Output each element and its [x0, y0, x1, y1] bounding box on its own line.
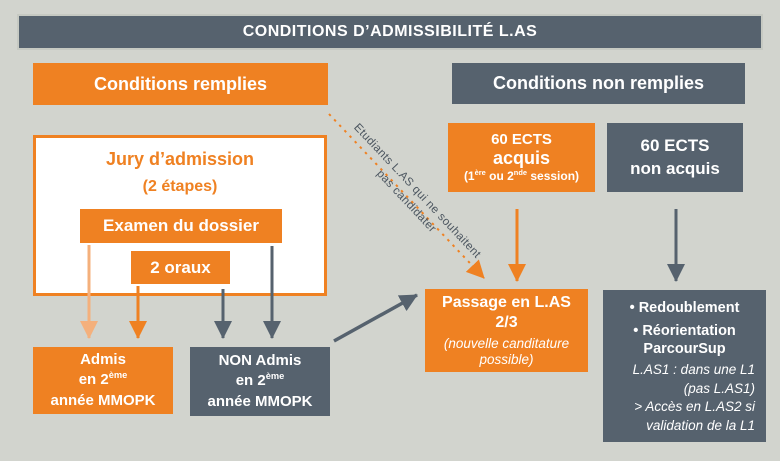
ects-acquis-line1: 60 ECTS	[491, 131, 552, 149]
non-admis-line2-sup: ème	[265, 371, 285, 382]
step-examen-du-dossier: Examen du dossier	[80, 209, 282, 243]
outcome-note-validation-l1: validation de la L1	[646, 417, 755, 433]
outcome-note-las1: L.AS1 : dans une L1	[632, 362, 755, 378]
outcome-parcoursup: ParcourSup	[643, 341, 726, 358]
ects-acquis-line2: acquis	[492, 148, 551, 169]
header-conditions-non-remplies: Conditions non remplies	[452, 63, 745, 104]
outcome-note-pas-las1: (pas L.AS1)	[683, 380, 755, 396]
passage-title: Passage en L.AS 2/3	[442, 293, 571, 331]
outcome-note-acces-las2: > Accès en L.AS2 si	[634, 399, 755, 415]
passage-subtitle: (nouvelle canditature possible)	[443, 335, 570, 367]
jury-subtitle: (2 étapes)	[142, 177, 218, 195]
bullet-icon: •	[633, 323, 639, 340]
ects-non-acquis-line1: 60 ECTS	[640, 136, 710, 156]
outcome-bullet-redoublement: • Redoublement	[629, 300, 740, 316]
box-non-admis-mmopk: NON Admis en 2ème année MMOPK	[190, 347, 330, 416]
arrow-non-admis-to-passage	[333, 293, 418, 343]
admis-line1: Admis	[80, 351, 126, 369]
admis-line2: en 2ème	[78, 370, 128, 389]
header-conditions-remplies: Conditions remplies	[33, 63, 328, 105]
non-admis-line3: année MMOPK	[207, 392, 313, 410]
outcome-bullet-reorientation: • Réorientation	[633, 323, 736, 340]
box-admis-mmopk: Admis en 2ème année MMOPK	[33, 347, 173, 414]
non-admis-line1: NON Admis	[218, 352, 302, 370]
bullet-icon: •	[629, 300, 635, 316]
box-redoublement-reorientation: • Redoublement • Réorientation ParcourSu…	[603, 290, 766, 442]
box-60-ects-non-acquis: 60 ECTS non acquis	[607, 123, 743, 192]
ects-non-acquis-line2: non acquis	[630, 158, 720, 178]
admis-line3: année MMOPK	[50, 391, 156, 409]
ects-acquis-line3: (1ère ou 2nde session)	[463, 168, 580, 184]
jury-title: Jury d’admission	[105, 149, 255, 169]
page-title: CONDITIONS D’ADMISSIBILITÉ L.AS	[17, 14, 763, 50]
non-admis-line2: en 2ème	[235, 371, 285, 390]
step-2-oraux: 2 oraux	[131, 251, 230, 284]
box-60-ects-acquis: 60 ECTS acquis (1ère ou 2nde session)	[448, 123, 595, 192]
admis-line2-sup: ème	[108, 370, 128, 381]
box-passage-las-2-3: Passage en L.AS 2/3 (nouvelle canditatur…	[425, 289, 588, 372]
